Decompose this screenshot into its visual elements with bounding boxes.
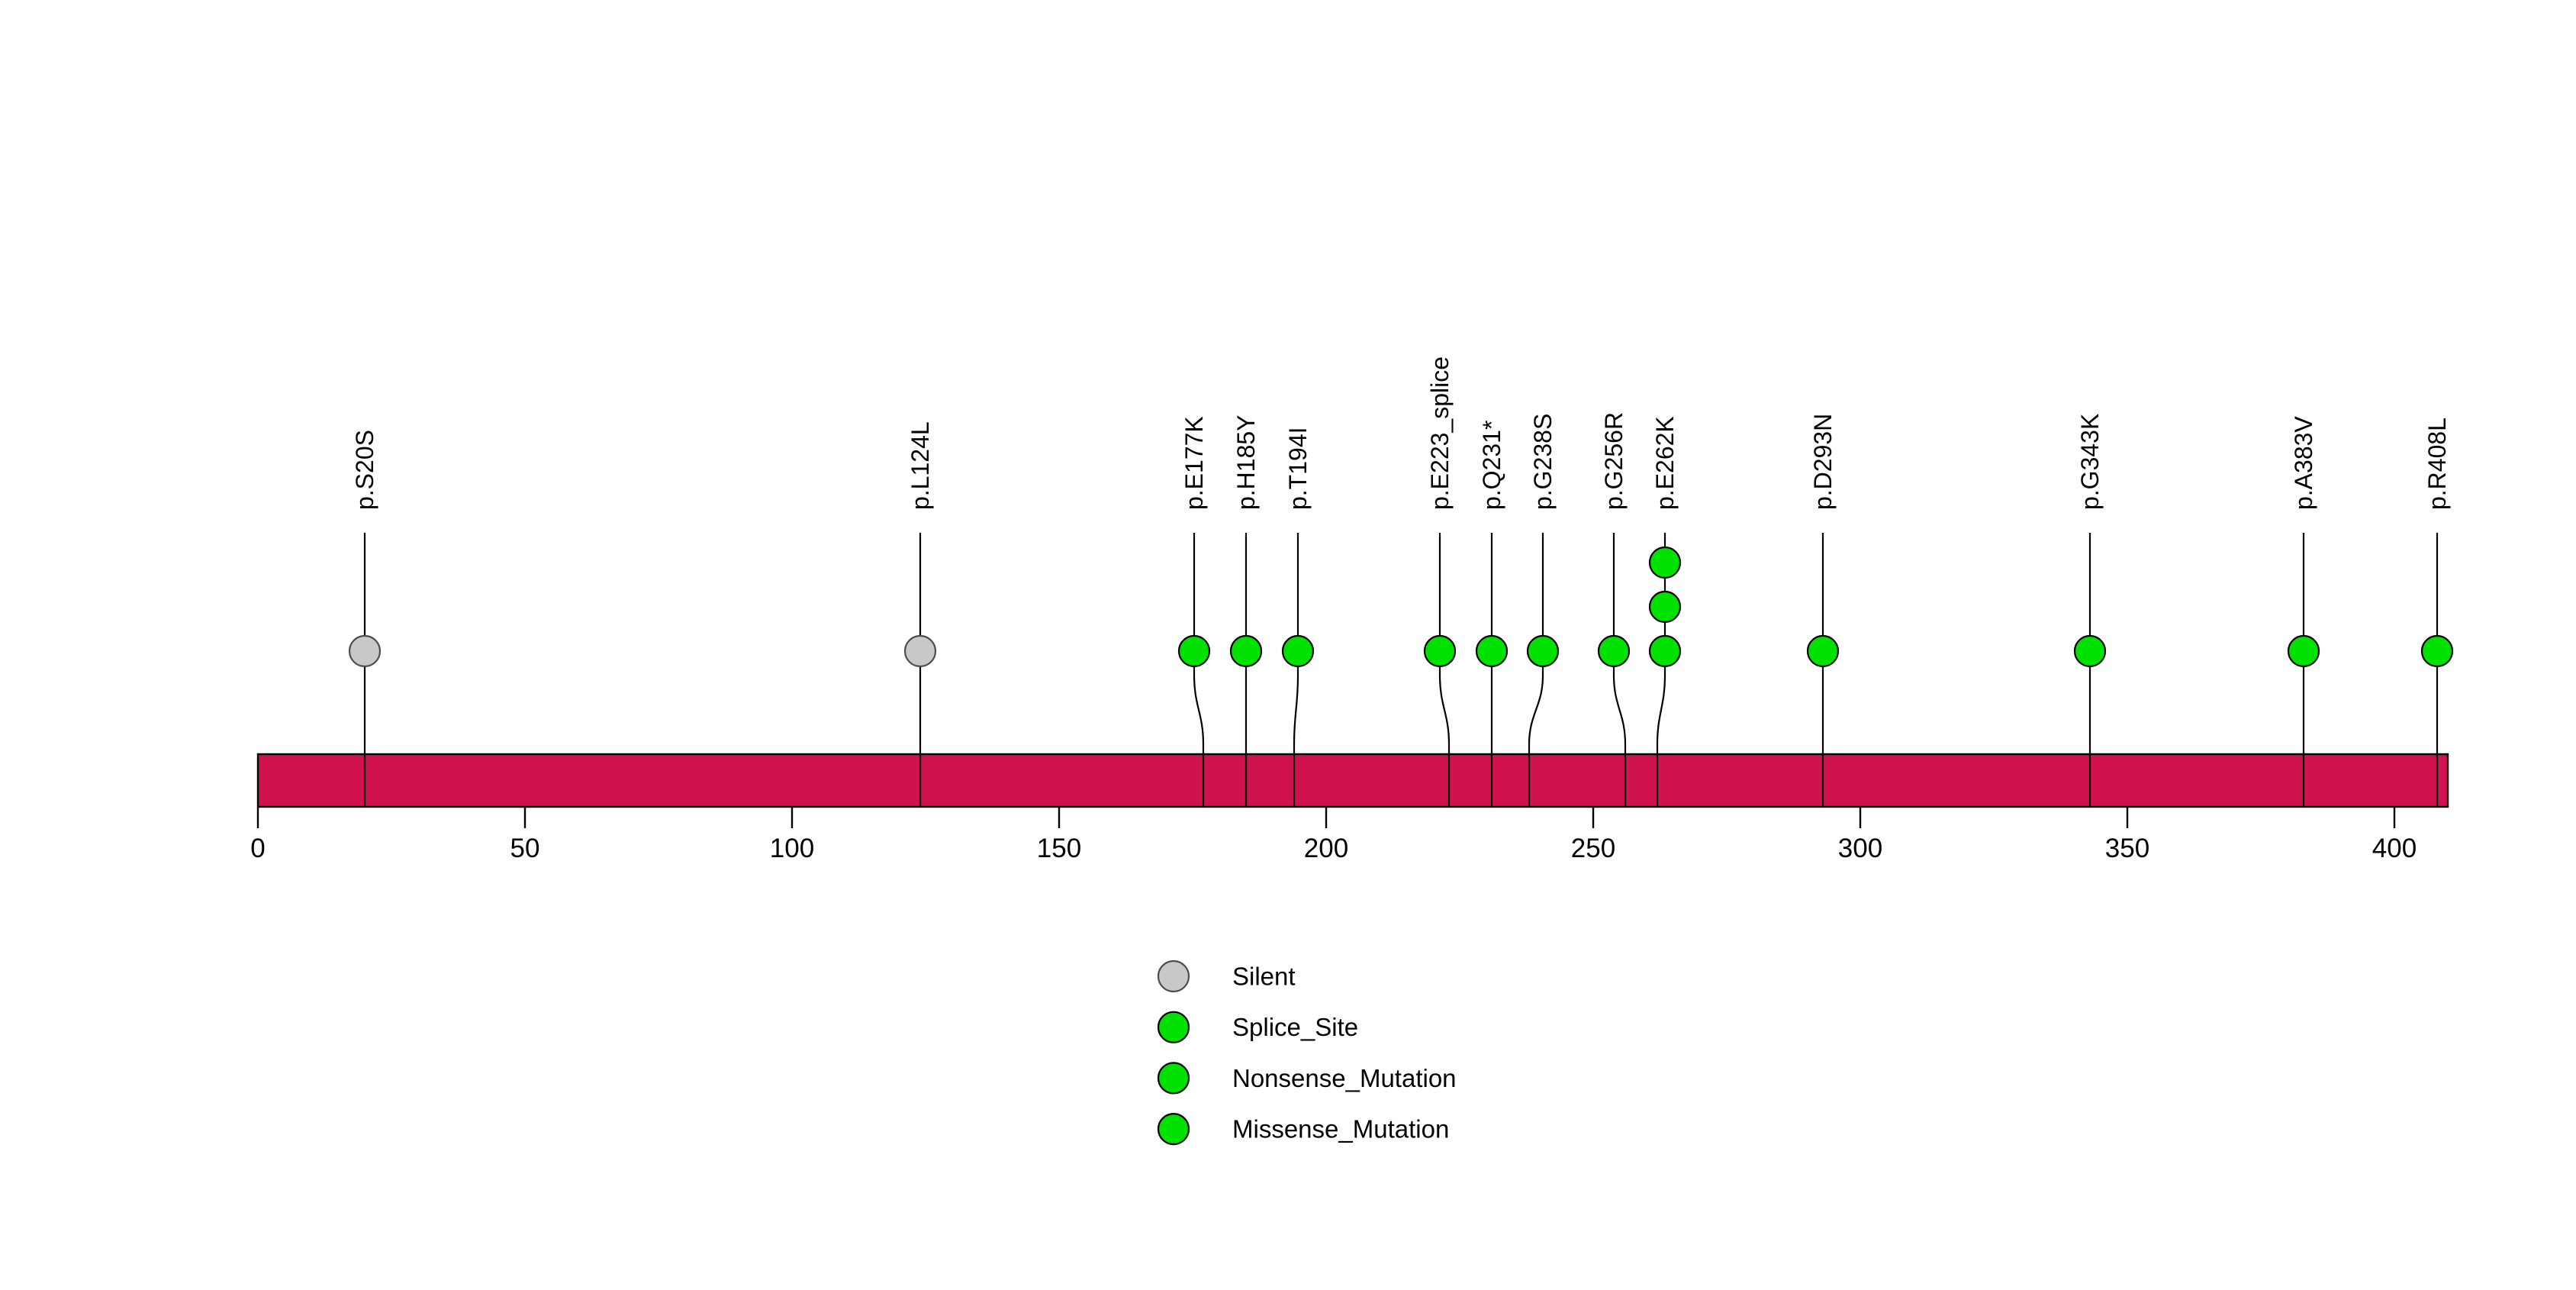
legend-swatch	[1157, 1011, 1190, 1043]
mutation-stick	[1438, 533, 1451, 807]
axis-tick-label: 100	[770, 834, 814, 863]
mutation-circle	[1648, 546, 1682, 579]
axis-tick-label: 0	[250, 834, 265, 863]
mutation-circle	[2420, 634, 2454, 668]
mutation-circle	[2287, 634, 2320, 668]
mutation-label: p.G256R	[1600, 412, 1628, 510]
mutation-stick	[1528, 533, 1544, 807]
mutation-stick	[1293, 533, 1299, 807]
mutation-circle	[1648, 590, 1682, 624]
legend-label: Silent	[1232, 963, 1296, 991]
axis-tick-label: 150	[1037, 834, 1081, 863]
mutation-circle	[1806, 634, 1840, 668]
mutation-label: p.G238S	[1529, 414, 1557, 510]
legend-swatch	[1157, 1112, 1190, 1146]
axis-tick-label: 200	[1304, 834, 1348, 863]
mutation-circle	[903, 634, 937, 668]
mutation-label: p.G343K	[2076, 414, 2104, 510]
mutation-circle	[1177, 634, 1211, 668]
protein-bar	[256, 753, 2449, 808]
axis-tick-label: 250	[1571, 834, 1615, 863]
mutation-label: p.E177K	[1180, 416, 1208, 510]
mutation-stick	[1193, 533, 1205, 807]
mutation-label: p.H185Y	[1232, 414, 1260, 510]
legend-label: Nonsense_Mutation	[1232, 1064, 1457, 1092]
legend-label: Missense_Mutation	[1232, 1115, 1449, 1143]
mutation-stick	[1656, 533, 1666, 807]
mutation-label: p.T194I	[1284, 427, 1312, 510]
mutation-label: p.S20S	[351, 430, 378, 510]
axis-tick-label: 350	[2105, 834, 2149, 863]
mutation-label: p.L124L	[906, 421, 934, 510]
axis-tick-label: 400	[2372, 834, 2417, 863]
mutation-circle	[1648, 634, 1682, 668]
mutation-circle	[1526, 634, 1560, 668]
mutation-circle	[348, 634, 382, 668]
legend-swatch	[1157, 959, 1190, 993]
mutation-label: p.E262K	[1651, 416, 1679, 510]
axis-tick-label: 300	[1838, 834, 1882, 863]
mutation-circle	[2073, 634, 2107, 668]
legend-label: Splice_Site	[1232, 1013, 1358, 1041]
mutation-circle	[1475, 634, 1509, 668]
mutation-label: p.Q231*	[1478, 421, 1505, 510]
mutation-label: p.D293N	[1809, 414, 1837, 510]
mutation-circle	[1281, 634, 1315, 668]
legend-swatch	[1157, 1062, 1190, 1095]
mutation-label: p.A383V	[2290, 416, 2317, 510]
mutation-circle	[1597, 634, 1631, 668]
mutation-stick	[1612, 533, 1627, 807]
axis-tick-label: 50	[510, 834, 540, 863]
mutation-label: p.R408L	[2423, 418, 2451, 510]
mutation-label: p.E223_splice	[1426, 356, 1454, 510]
mutation-circle	[1423, 634, 1457, 668]
mutation-circle	[1229, 634, 1263, 668]
